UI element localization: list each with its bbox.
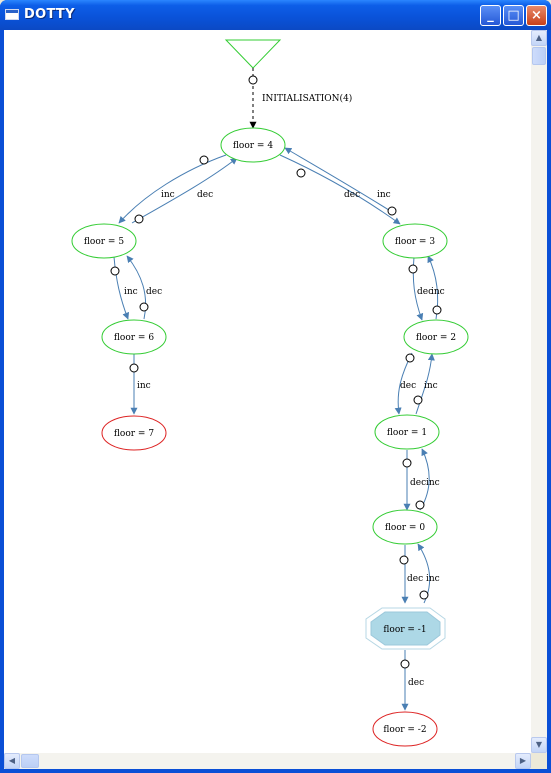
edge-anchor-circle [129,363,139,373]
node-label: floor = 2 [416,333,456,343]
edge-label-inc: inc [426,574,440,584]
node-label: floor = 0 [385,523,425,533]
node-floor-2[interactable]: floor = 2 [403,319,469,355]
edge-label-dec: dec [400,381,416,391]
client-area: INITIALISATION(4) inc dec dec inc inc [4,30,547,769]
graph-canvas[interactable]: INITIALISATION(4) inc dec dec inc inc [4,30,531,753]
edge-label-inc: inc [161,190,175,200]
edge-anchor-circle [415,500,425,510]
node-label: floor = 6 [114,333,154,343]
initialisation-label: INITIALISATION(4) [262,93,352,104]
edge-label-inc: inc [431,287,445,297]
edge-label-dec: dec [417,287,433,297]
edge-label-inc: inc [124,287,138,297]
scroll-up-arrow-icon[interactable]: ▲ [531,30,547,46]
edge-anchor-circle [413,395,423,405]
edge-3-to-2[interactable] [412,256,424,321]
edge-1-to-2[interactable] [415,353,435,415]
node-floor-3[interactable]: floor = 3 [382,223,448,259]
edge-label-inc: inc [377,190,391,200]
node-label: floor = 7 [114,429,154,439]
scroll-down-arrow-icon[interactable]: ▼ [531,737,547,753]
edge-label-inc: inc [424,381,438,391]
node-label: floor = 1 [387,428,427,438]
edge-anchor-circle [199,155,209,165]
node-floor-6[interactable]: floor = 6 [101,319,167,355]
node-label: floor = 5 [84,237,124,247]
edge-6-to-5[interactable] [126,255,147,320]
edge-label-dec: dec [197,190,213,200]
edge-label-dec: dec [410,478,426,488]
edge-anchor-circle [296,168,306,178]
node-label: floor = 4 [233,141,273,151]
edge-anchor-circle [139,302,149,312]
edge-anchor-circle [400,659,410,669]
horizontal-scroll-thumb[interactable] [21,754,39,768]
close-button[interactable]: × [526,5,547,26]
node-floor-minus2[interactable]: floor = -2 [372,711,438,747]
edge-label-dec: dec [407,574,423,584]
initial-state-marker[interactable] [224,39,282,69]
node-label: floor = -1 [383,625,426,635]
edge-3-to-4[interactable] [284,147,393,213]
edge-anchor-circle [419,590,429,600]
edge-5-to-4[interactable] [131,157,238,224]
node-floor-minus1-current[interactable]: floor = -1 [365,607,446,650]
edge-4-to-3[interactable] [279,154,401,225]
resize-grip-icon[interactable] [531,753,547,769]
node-label: floor = -2 [383,725,426,735]
edge-label-inc: inc [137,381,151,391]
window-title: DOTTY [24,7,75,22]
edge-anchor-circle [405,353,415,363]
horizontal-scrollbar[interactable]: ◀ ▶ [4,753,531,769]
node-floor-5[interactable]: floor = 5 [71,223,137,259]
edge-4-to-5[interactable] [118,154,227,224]
node-floor-0[interactable]: floor = 0 [372,509,438,545]
edge-anchor-circle [248,75,258,85]
edge-anchor-circle [110,266,120,276]
node-floor-4[interactable]: floor = 4 [220,127,286,163]
maximize-button[interactable]: □ [503,5,524,26]
edge-anchor-circle [399,555,409,565]
edge-5-to-6[interactable] [113,256,130,320]
edge-label-dec: dec [344,190,360,200]
edge-label-inc: inc [426,478,440,488]
state-graph: INITIALISATION(4) inc dec dec inc inc [71,39,469,747]
scroll-right-arrow-icon[interactable]: ▶ [515,753,531,769]
edge-label-dec: dec [408,678,424,688]
scroll-left-arrow-icon[interactable]: ◀ [4,753,20,769]
edge-anchor-circle [432,305,442,315]
title-bar[interactable]: DOTTY _ □ × [0,0,551,30]
edge-anchor-circle [408,264,418,274]
edge-anchor-circle [387,206,397,216]
minimize-button[interactable]: _ [480,5,501,26]
edge-anchor-circle [402,458,412,468]
edge-anchor-circle [134,214,144,224]
node-floor-1[interactable]: floor = 1 [374,414,440,450]
node-label: floor = 3 [395,237,435,247]
node-floor-7[interactable]: floor = 7 [101,415,167,451]
vertical-scroll-thumb[interactable] [532,47,546,65]
app-window-icon [5,9,19,20]
edge-label-dec: dec [146,287,162,297]
vertical-scrollbar[interactable]: ▲ ▼ [531,30,547,753]
